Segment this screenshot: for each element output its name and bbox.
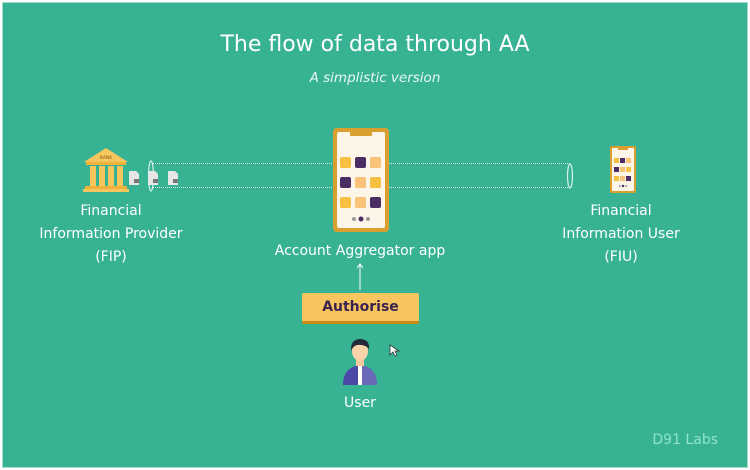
diagram-subtitle: A simplistic version bbox=[309, 70, 441, 86]
fip-label: Financial Information Provider (FIP) bbox=[20, 200, 202, 269]
aa-phone-icon bbox=[333, 128, 389, 232]
user-avatar-icon bbox=[343, 339, 377, 385]
brand-watermark: D91 Labs bbox=[652, 432, 718, 448]
diagram-title: The flow of data through AA bbox=[220, 32, 530, 57]
user-label: User bbox=[344, 395, 376, 411]
pipe-end-ellipse bbox=[566, 163, 574, 189]
fiu-label-line3: (FIU) bbox=[604, 249, 638, 265]
mouse-cursor-icon bbox=[389, 344, 401, 357]
document-icons bbox=[129, 171, 178, 185]
aa-label: Account Aggregator app bbox=[274, 243, 446, 259]
fiu-label: Financial Information User (FIU) bbox=[530, 200, 712, 269]
authorise-button[interactable]: Authorise bbox=[302, 293, 419, 324]
arrow-up-icon bbox=[356, 263, 364, 290]
fiu-phone-icon bbox=[610, 146, 636, 193]
svg-text:BANK: BANK bbox=[100, 155, 114, 161]
fip-label-line2: Information Provider bbox=[39, 226, 183, 242]
fip-label-line1: Financial bbox=[80, 203, 142, 219]
bank-icon: BANK bbox=[83, 148, 129, 192]
fip-label-line3: (FIP) bbox=[95, 249, 127, 265]
fiu-label-line1: Financial bbox=[590, 203, 652, 219]
fiu-label-line2: Information User bbox=[562, 226, 680, 242]
